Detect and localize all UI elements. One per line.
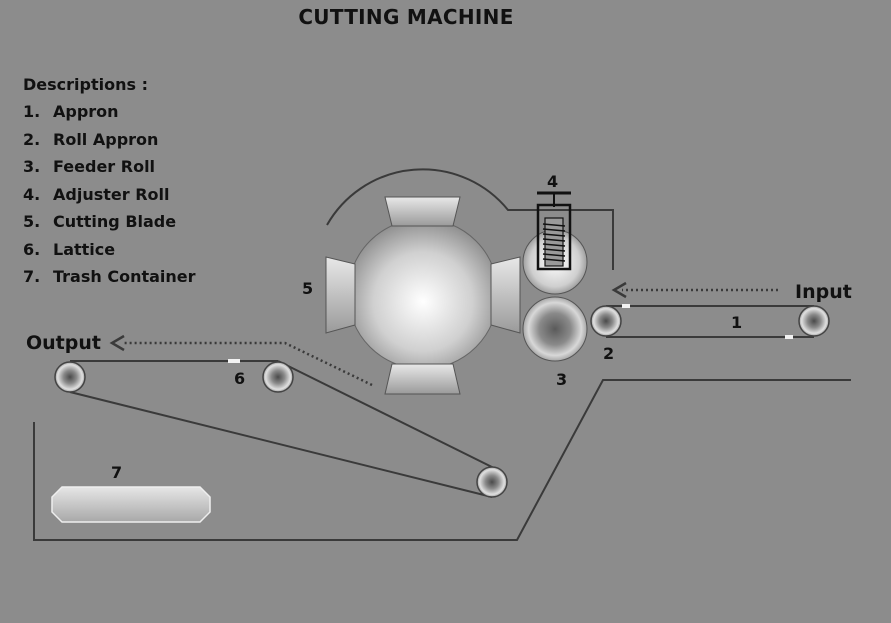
trash-enclosure <box>33 379 851 541</box>
cutting-blade-left <box>325 256 356 334</box>
cutting-blade-right <box>490 256 521 334</box>
cutting-blade-bottom <box>384 363 461 395</box>
description-item: 5. Cutting Blade <box>23 208 196 236</box>
input-arrow-head <box>611 281 627 299</box>
label-5: 5 <box>302 279 313 298</box>
description-label: Cutting Blade <box>53 212 177 231</box>
descriptions-panel: Descriptions : 1. Appron 2. Roll Appron 3.… <box>23 72 196 291</box>
description-number: 3. <box>23 157 41 176</box>
description-number: 6. <box>23 239 41 259</box>
feeder-roll <box>522 296 588 362</box>
lattice-roller-bottom <box>476 466 508 498</box>
cutting-blade-top <box>384 196 461 227</box>
input-apron <box>606 304 814 339</box>
description-label: Adjuster Roll <box>53 184 170 204</box>
description-number: 1. <box>23 102 41 121</box>
lattice-roller-middle <box>262 361 294 393</box>
description-item: 7. Trash Container <box>23 263 196 291</box>
description-label: Feeder Roll <box>53 157 156 176</box>
description-number: 7. <box>23 267 41 286</box>
output-arrow-head <box>109 334 125 352</box>
trash-container <box>51 486 211 523</box>
label-2: 2 <box>603 344 614 363</box>
output-arrow-line <box>122 341 373 387</box>
descriptions-list: 1. Appron 2. Roll Appron 3. Feeder Roll 4. A… <box>23 98 196 291</box>
description-label: Trash Container <box>53 267 196 286</box>
description-number: 4. <box>23 184 41 204</box>
description-label: Appron <box>53 102 119 121</box>
label-6: 6 <box>234 369 245 388</box>
description-item: 4. Adjuster Roll <box>23 181 196 209</box>
description-number: 5. <box>23 212 41 231</box>
lattice-belt <box>69 359 503 498</box>
description-label: Roll Appron <box>53 129 159 149</box>
apron-roller-right <box>798 305 830 337</box>
roll-apron-roller <box>590 305 622 337</box>
descriptions-heading: Descriptions : <box>23 75 148 94</box>
description-item: 2. Roll Appron <box>23 126 196 154</box>
output-label: Output <box>26 332 101 354</box>
label-7: 7 <box>111 463 122 482</box>
label-1: 1 <box>731 313 742 332</box>
diagram-title: CUTTING MACHINE <box>298 5 514 29</box>
drum-hood <box>326 168 614 270</box>
description-item: 3. Feeder Roll <box>23 153 196 181</box>
input-label: Input <box>795 281 852 303</box>
adjuster-spring <box>536 191 572 271</box>
description-item: 6. Lattice <box>23 236 196 264</box>
lattice-roller-left <box>54 361 86 393</box>
cutting-drum <box>347 218 499 370</box>
description-label: Lattice <box>53 239 116 259</box>
label-3: 3 <box>556 370 567 389</box>
label-4: 4 <box>547 172 558 191</box>
description-number: 2. <box>23 129 41 149</box>
description-item: 1. Appron <box>23 98 196 126</box>
